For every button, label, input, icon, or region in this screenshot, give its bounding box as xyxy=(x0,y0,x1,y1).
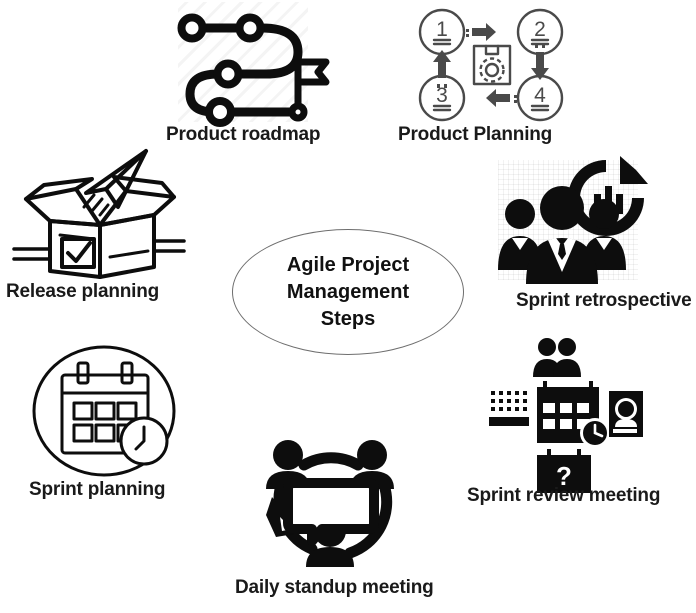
team-group-with-target-bar-chart-icon xyxy=(496,150,656,285)
planning-step-number-3: 3 xyxy=(436,84,448,107)
calendar-clock-with-people-schedule-and-question-calendar-icon: ? xyxy=(485,335,643,493)
cycle-arrow-right xyxy=(466,23,496,41)
step-label-product-planning: Product Planning xyxy=(398,124,553,145)
winding-road-path-with-milestone-nodes-and-finish-flag-icon xyxy=(170,4,330,127)
three-people-circle-with-speech-bubble-icon xyxy=(258,437,403,569)
step-sprint-review-meeting[interactable]: ? Sprint review meeting xyxy=(467,335,660,506)
cycle-arrow-down xyxy=(531,44,549,80)
question-mark-calendar-icon: ? xyxy=(537,449,591,493)
four-step-numbered-cycle-with-box-and-gear-icon: 1 2 3 4 xyxy=(416,6,566,124)
step-label-daily-standup-meeting: Daily standup meeting xyxy=(235,577,434,598)
open-box-with-paper-plane-and-checkmark-icon xyxy=(12,145,186,279)
step-label-release-planning: Release planning xyxy=(6,281,160,302)
center-title-line-2: Management xyxy=(286,280,410,303)
calendar-with-clock-in-circle-icon xyxy=(30,345,182,477)
step-release-planning[interactable]: Release planning xyxy=(6,145,186,302)
center-title-line-1: Agile Project xyxy=(286,253,410,276)
person-id-card-icon xyxy=(609,391,643,437)
planning-step-number-4: 4 xyxy=(534,84,546,107)
two-people-icon xyxy=(533,338,581,377)
step-sprint-retrospective[interactable]: Sprint retrospective xyxy=(496,150,692,311)
planning-step-number-1: 1 xyxy=(436,18,448,41)
center-title: Agile Project Management Steps xyxy=(287,252,409,333)
calendar-with-clock-icon xyxy=(537,381,610,448)
step-sprint-planning[interactable]: Sprint planning xyxy=(29,345,182,500)
center-title-line-3: Steps xyxy=(320,307,376,330)
step-product-roadmap[interactable]: Product roadmap xyxy=(166,4,330,145)
step-product-planning[interactable]: 1 2 3 4 xyxy=(398,6,566,145)
step-label-sprint-planning: Sprint planning xyxy=(29,479,166,500)
cycle-arrow-left xyxy=(486,89,517,107)
step-label-sprint-review-meeting: Sprint review meeting xyxy=(467,485,661,506)
dotted-grid-calendar-icon xyxy=(489,391,529,426)
step-label-product-roadmap: Product roadmap xyxy=(166,124,321,145)
center-ellipse: Agile Project Management Steps xyxy=(232,229,464,355)
step-label-sprint-retrospective: Sprint retrospective xyxy=(516,290,692,311)
svg-text:?: ? xyxy=(556,461,572,491)
cycle-arrow-up xyxy=(433,50,451,88)
step-daily-standup-meeting[interactable]: Daily standup meeting xyxy=(235,437,434,598)
gear-icon xyxy=(479,57,505,83)
planning-step-number-2: 2 xyxy=(534,18,546,41)
